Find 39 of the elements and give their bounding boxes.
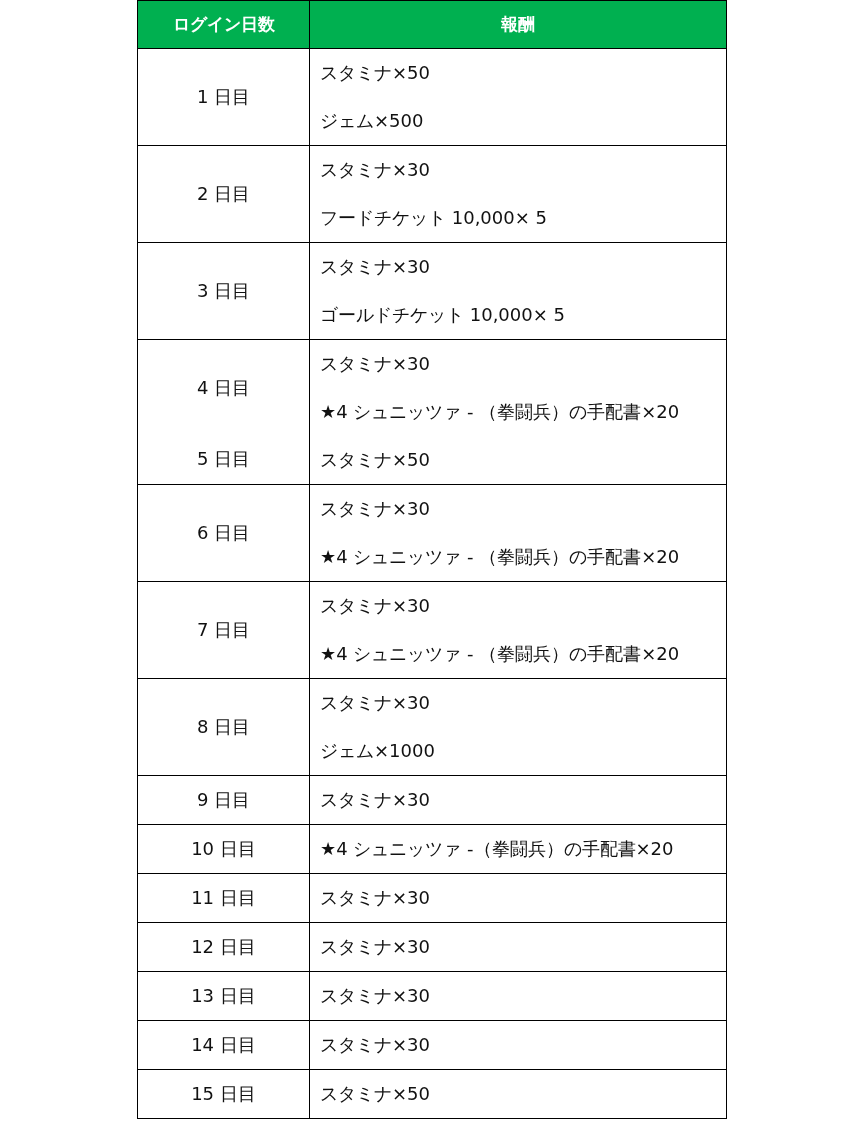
reward-text: スタミナ×30: [320, 497, 430, 521]
day-label: 12 日目: [191, 934, 256, 959]
day-label: 4 日目: [196, 375, 251, 400]
column-header: ログイン日数: [137, 0, 310, 49]
reward-text: スタミナ×30: [320, 788, 430, 812]
reward-text: スタミナ×30: [320, 886, 430, 910]
reward-text: ★4 シュニッツァ - （拳闘兵）の手配書×20: [320, 400, 680, 424]
day-label: 6 日目: [196, 520, 251, 545]
day-label: 11 日目: [191, 885, 256, 910]
reward-text: フードチケット 10,000× 5: [320, 206, 547, 230]
reward-text: ジェム×500: [320, 109, 424, 133]
reward-text: スタミナ×30: [320, 935, 430, 959]
reward-text: スタミナ×50: [320, 61, 430, 85]
reward-text: ゴールドチケット 10,000× 5: [320, 303, 565, 327]
reward-text: スタミナ×30: [320, 691, 430, 715]
reward-text: ジェム×1000: [320, 739, 435, 763]
reward-text: スタミナ×30: [320, 594, 430, 618]
column-header: 報酬: [309, 0, 727, 49]
day-label: 15 日目: [191, 1081, 256, 1106]
day-label: 2 日目: [196, 181, 251, 206]
day-label: 1 日目: [196, 84, 251, 109]
reward-text: スタミナ×50: [320, 448, 430, 472]
day-label: 9 日目: [196, 787, 251, 812]
reward-text: ★4 シュニッツァ - （拳闘兵）の手配書×20: [320, 642, 680, 666]
day-label: 7 日目: [196, 617, 251, 642]
reward-text: スタミナ×30: [320, 352, 430, 376]
reward-text: スタミナ×30: [320, 158, 430, 182]
reward-text: スタミナ×30: [320, 1033, 430, 1057]
day-label: 8 日目: [196, 714, 251, 739]
reward-text: ★4 シュニッツァ -（拳闘兵）の手配書×20: [320, 837, 674, 861]
day-label: 3 日目: [196, 278, 251, 303]
day-label: 14 日目: [191, 1032, 256, 1057]
reward-text: ★4 シュニッツァ - （拳闘兵）の手配書×20: [320, 545, 680, 569]
day-label: 5 日目: [196, 446, 251, 471]
day-label: 13 日目: [191, 983, 256, 1008]
reward-text: スタミナ×30: [320, 984, 430, 1008]
reward-text: スタミナ×30: [320, 255, 430, 279]
day-label: 10 日目: [191, 836, 256, 861]
reward-text: スタミナ×50: [320, 1082, 430, 1106]
